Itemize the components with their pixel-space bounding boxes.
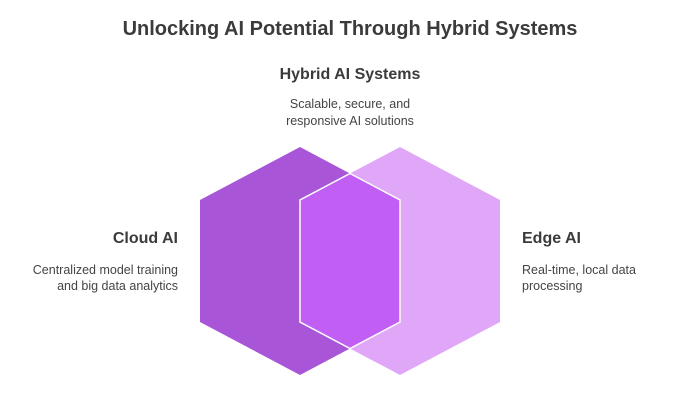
edge-ai-title: Edge AI <box>522 230 581 247</box>
hybrid-ai-description-line2: responsive AI solutions <box>286 114 414 128</box>
hybrid-ai-description-line1: Scalable, secure, and <box>289 97 411 111</box>
edge-ai-description: Real-time, local data processing <box>522 262 692 294</box>
hybrid-ai-description: Scalable, secure, and responsive AI solu… <box>200 96 500 130</box>
edge-ai-description-line1: Real-time, local data <box>522 263 636 277</box>
cloud-ai-description-line1: Centralized model training <box>32 263 178 277</box>
cloud-ai-description-line2: and big data analytics <box>57 279 178 293</box>
cloud-ai-description: Centralized model training and big data … <box>10 262 178 294</box>
cloud-ai-title: Cloud AI <box>112 230 178 247</box>
diagram-title: Unlocking AI Potential Through Hybrid Sy… <box>122 18 578 40</box>
hybrid-ai-title: Hybrid AI Systems <box>279 66 421 83</box>
hybrid-overlap-region <box>299 172 401 350</box>
edge-ai-description-line2: processing <box>522 279 583 293</box>
